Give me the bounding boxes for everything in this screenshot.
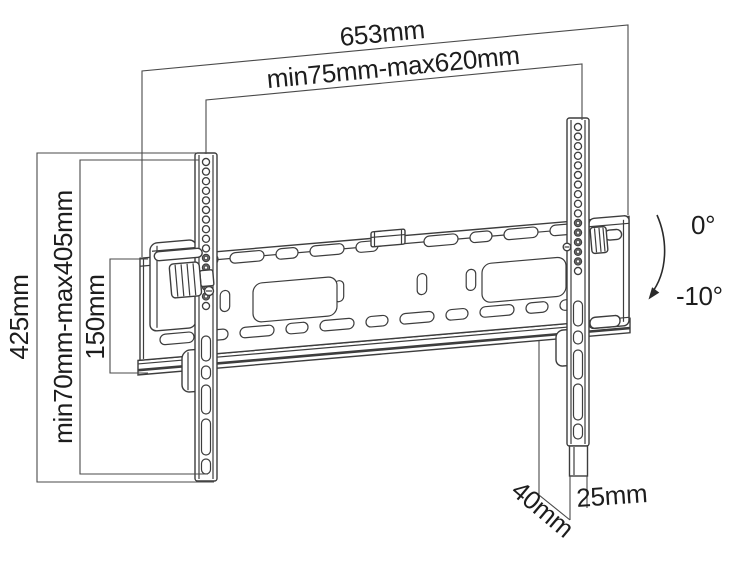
plate-height-label: 150mm xyxy=(80,274,110,359)
left-tv-rail xyxy=(194,152,218,482)
left-upper-pin xyxy=(153,247,203,262)
dim-plate-height xyxy=(109,258,148,374)
tilt-max-label: 0° xyxy=(691,210,715,240)
right-tension-knob xyxy=(589,225,623,255)
plate-opening-left xyxy=(252,276,338,323)
dim-mount-width-range xyxy=(205,63,583,154)
total-width-label: 653mm xyxy=(338,14,426,52)
mount-height-range-label: min70mm-max405mm xyxy=(48,190,78,444)
total-height-label: 425mm xyxy=(4,274,34,359)
rail-depth-label: 25mm xyxy=(575,478,648,513)
tilt-arrowhead-icon xyxy=(648,287,660,300)
dim-total-height xyxy=(36,152,214,483)
dim-wall-offset xyxy=(538,341,571,521)
plate-top-clip xyxy=(370,228,406,248)
mount-width-range-label: min75mm-max620mm xyxy=(265,40,521,94)
tilt-arc xyxy=(650,214,666,295)
wall-offset-label: 40mm xyxy=(506,475,580,544)
left-rail-slots xyxy=(200,335,212,475)
right-tv-rail xyxy=(566,117,590,477)
right-pivot-screw xyxy=(562,242,572,252)
dim-total-width xyxy=(141,24,629,257)
dim-mount-height-range xyxy=(79,159,208,475)
tilt-min-label: -10° xyxy=(676,281,723,311)
right-lower-pin xyxy=(589,314,621,329)
plate-opening-right xyxy=(481,256,567,303)
dim-rail-depth xyxy=(569,476,588,520)
left-pivot-screw xyxy=(203,285,215,297)
right-rail-slots xyxy=(572,300,584,440)
tilt-indicator xyxy=(648,214,666,300)
right-rail-bottom-tab xyxy=(568,445,589,477)
